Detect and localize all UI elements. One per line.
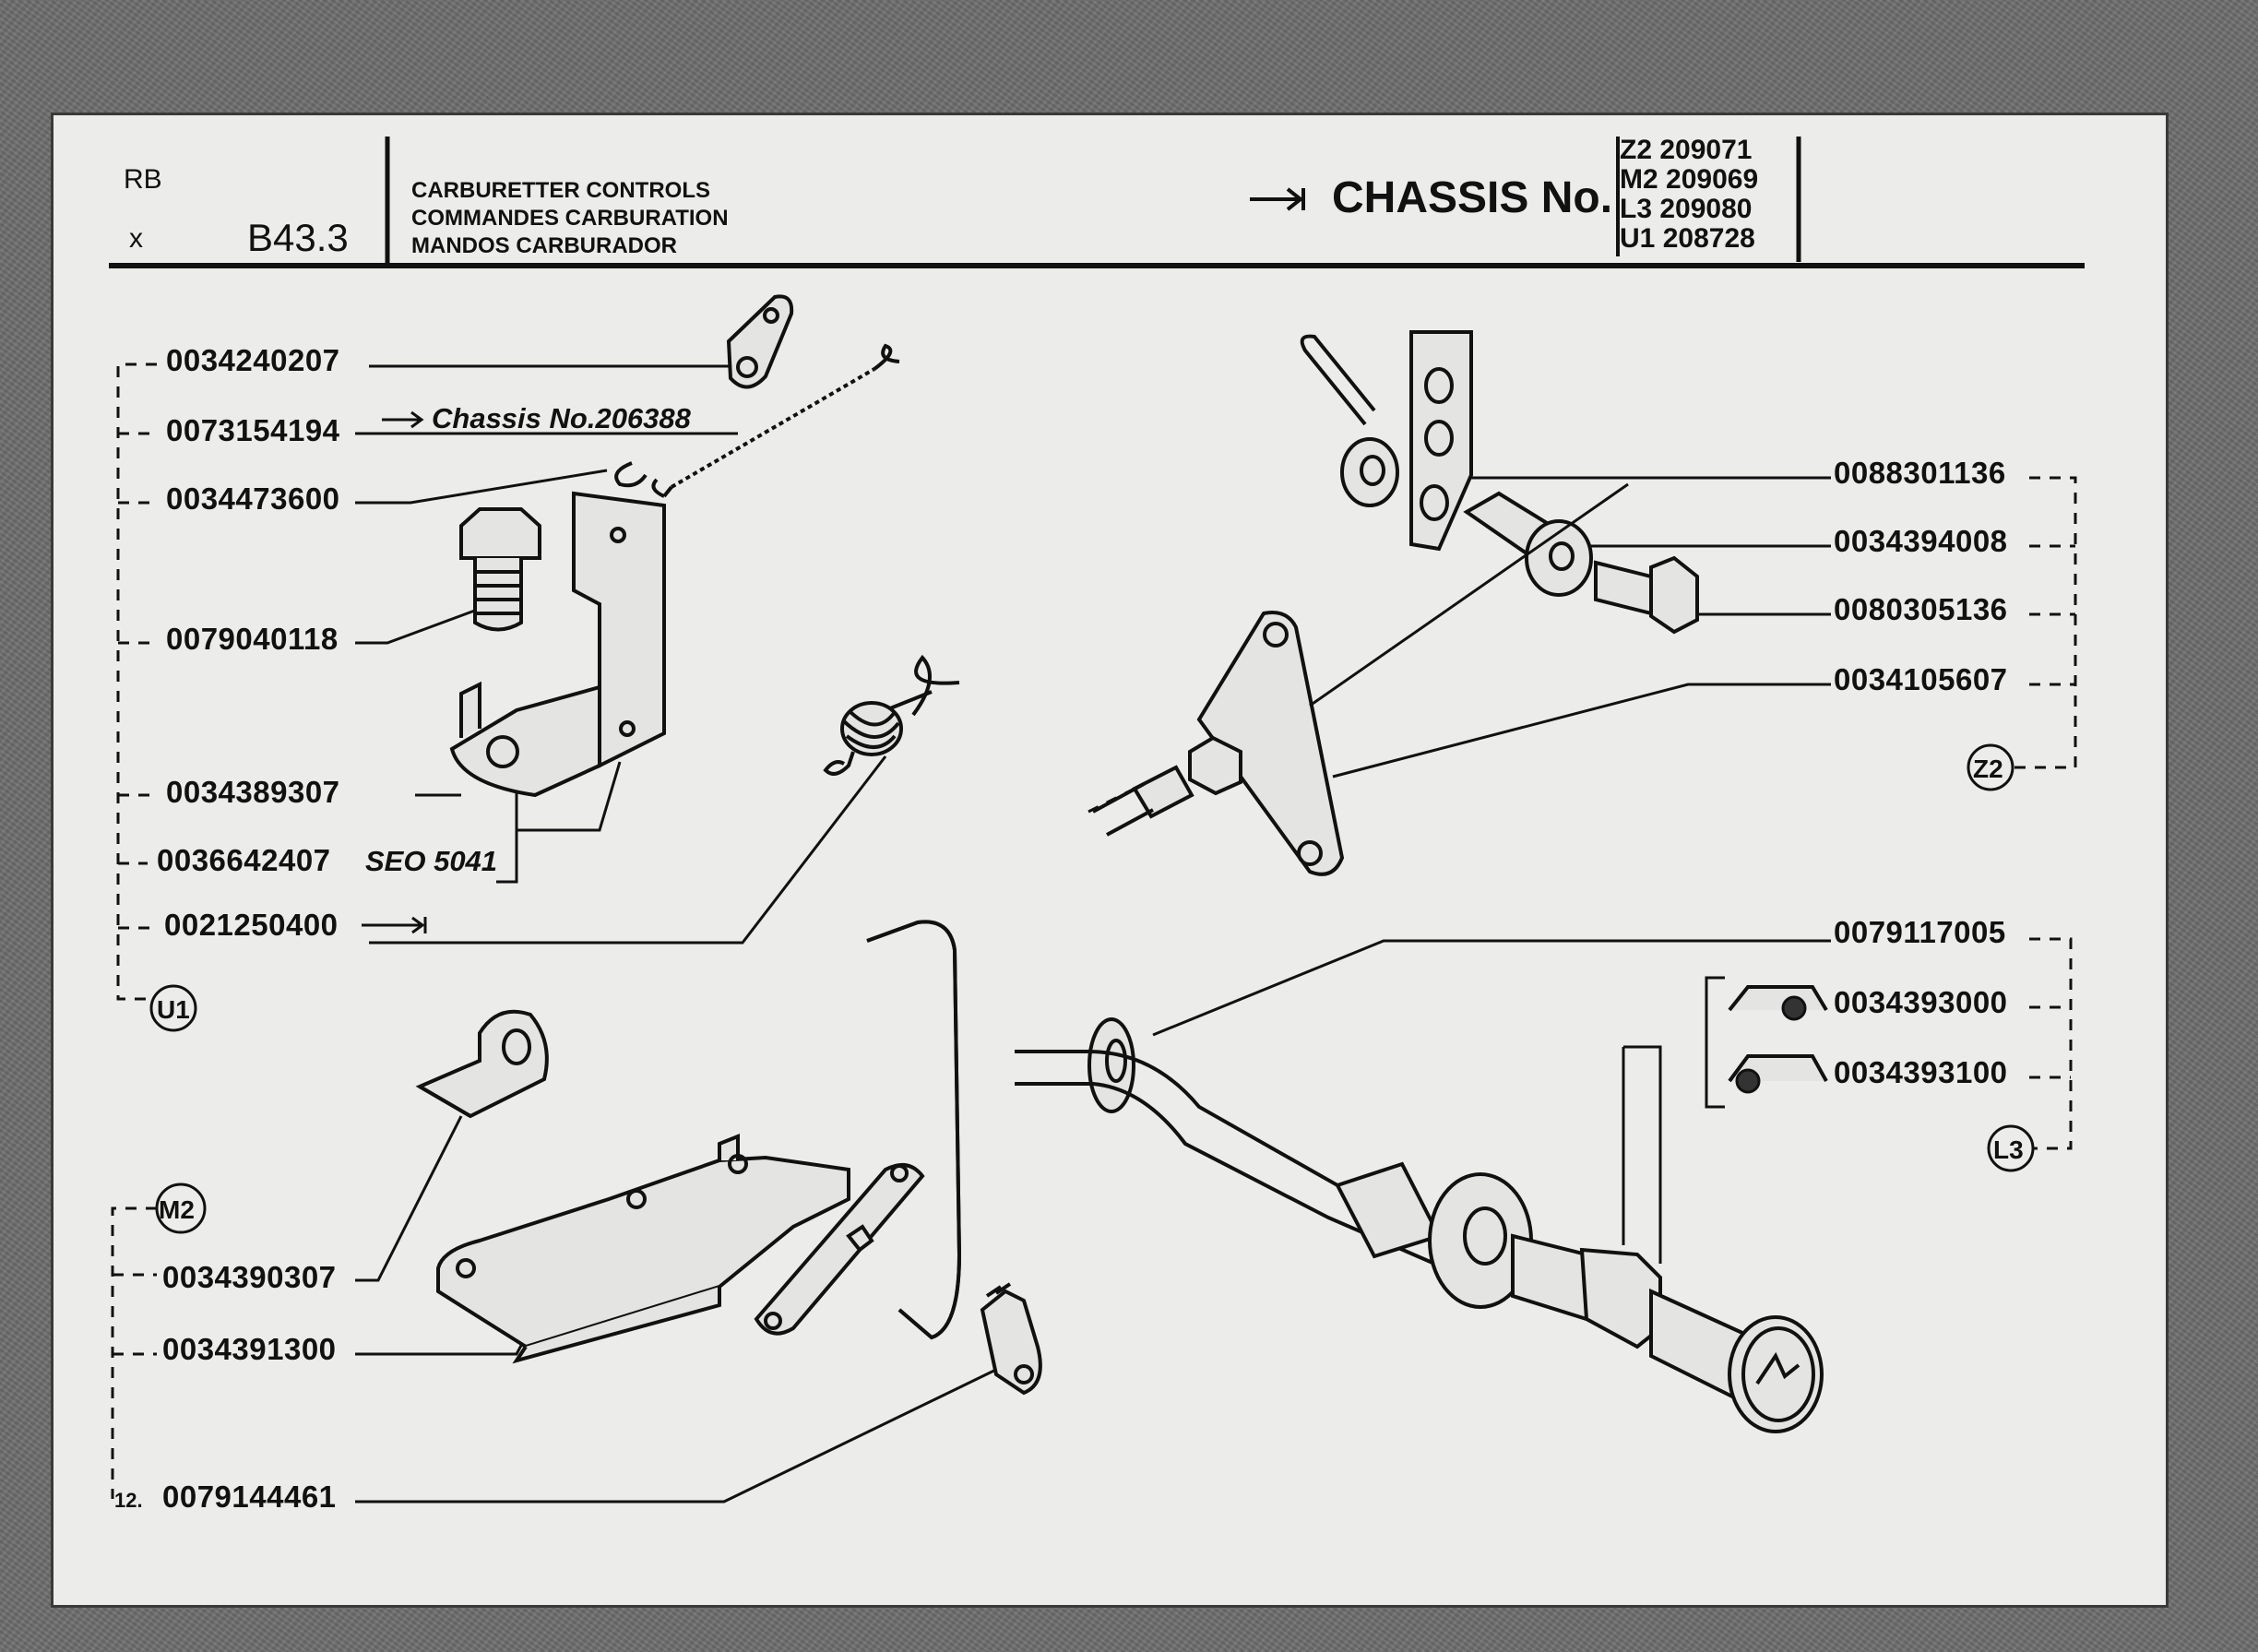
part-number: 0021250400	[164, 908, 339, 942]
leader-lines-left	[355, 364, 887, 945]
part-number: 0034240207	[166, 343, 340, 377]
arrow-icon	[1250, 187, 1305, 211]
washer-icon	[1340, 437, 1399, 507]
split-pin-icon	[1300, 334, 1376, 426]
part-number: 0079117005	[1834, 915, 2006, 949]
header: RB x B43.3 CARBURETTER CONTROLS COMMANDE…	[109, 135, 2085, 268]
chassis-label: CHASSIS No.	[1332, 173, 1612, 222]
angle-bracket-icon	[415, 1009, 549, 1119]
part-number: 0034394008	[1834, 524, 2008, 558]
part-number: 0034389307	[166, 775, 340, 809]
l3-leaders	[1152, 939, 1831, 1264]
tension-spring-icon	[651, 343, 900, 498]
part-number: 0036642407	[157, 843, 331, 877]
throttle-rod-icon	[866, 920, 962, 1340]
part-number: 0079040118	[166, 622, 339, 656]
lever-arm-icon	[754, 1162, 925, 1336]
bolt-icon	[1594, 555, 1699, 635]
pedal-bracket-icon	[436, 1134, 850, 1364]
choke-cable-illustrations	[1015, 1017, 1824, 1433]
svg-text:M2: M2	[159, 1195, 195, 1224]
m2-group-badge: M2	[155, 1183, 207, 1234]
l3-group-labels: 0079117005 0034393000 0034393100 L3	[1705, 915, 2073, 1172]
l3-group-badge: L3	[1987, 1124, 2035, 1172]
part-number: 0080305136	[1834, 592, 2008, 626]
part-number: 0034393100	[1834, 1055, 2008, 1089]
rb-label: RB	[124, 164, 162, 195]
svg-text:U1: U1	[157, 995, 190, 1024]
z2-parts-illustrations	[1087, 330, 1699, 876]
svg-text:L3: L3	[1993, 1135, 2024, 1164]
z2-group-badge: Z2	[1967, 743, 2014, 791]
page-code: B43.3	[247, 216, 349, 259]
part-number: 0034390307	[162, 1260, 337, 1294]
clip-icon	[614, 461, 648, 488]
m2-group-labels: M2 12. 0034390307 0034391300 0079144461	[111, 1183, 337, 1514]
part-number: 0073154194	[166, 413, 340, 447]
conical-spring-icon	[823, 654, 960, 776]
grommet-icon	[1087, 1017, 1135, 1113]
chassis-plate-icon	[1409, 330, 1473, 552]
bolt-icon	[459, 507, 541, 632]
cable-support-plate-icon	[1196, 611, 1345, 876]
part-number: 0034391300	[162, 1332, 337, 1366]
title-spanish: MANDOS CARBURADOR	[411, 233, 677, 258]
part-number: 0088301136	[1834, 456, 2006, 490]
adjuster-nut-icon	[1087, 735, 1242, 837]
title-french: COMMANDES CARBURATION	[411, 206, 729, 231]
chassis-table: Z2 209071 M2 209069 L3 209080 U1 208728	[1620, 135, 1758, 254]
seo-note: SEO 5041	[365, 845, 497, 877]
chassis-row-m2: M2 209069	[1620, 164, 1758, 195]
u1-group-badge: U1	[149, 984, 197, 1032]
u1-parts-illustrations	[449, 294, 960, 798]
leader-lines-right	[1332, 476, 1831, 778]
throttle-wire-icon	[1309, 482, 1629, 707]
x-label: x	[129, 223, 143, 254]
svg-text:Z2: Z2	[1973, 755, 2003, 783]
arrow-icon	[382, 410, 424, 429]
l-bracket-icon	[449, 491, 666, 798]
choke-cable-icon	[1015, 1050, 1477, 1279]
m2-prefix: 12.	[114, 1489, 143, 1512]
chassis-row-l3: L3 209080	[1620, 194, 1752, 224]
cable-sleeve-icon	[1335, 1161, 1442, 1259]
knob-tag-icon	[1728, 985, 1828, 1021]
u1-group-labels: 0034240207 0073154194 0034473600 0079040…	[116, 343, 692, 1032]
pivot-clip-icon	[980, 1282, 1042, 1396]
chassis-row-u1: U1 208728	[1620, 223, 1755, 254]
z2-group-labels: 0088301136 0034394008 0080305136 0034105…	[1834, 456, 2077, 791]
chassis-row-z2: Z2 209071	[1620, 135, 1752, 165]
knob-tag-icon	[1728, 1054, 1828, 1094]
part-number: 0079144461	[162, 1480, 337, 1514]
tab-plate-icon	[726, 294, 794, 389]
chassis-note: Chassis No.206388	[432, 402, 692, 434]
choke-knob-icon	[1511, 1233, 1824, 1433]
part-number: 0034105607	[1834, 662, 2008, 696]
title-english: CARBURETTER CONTROLS	[411, 178, 710, 203]
m2-parts-illustrations	[415, 920, 1042, 1396]
part-number: 0034393000	[1834, 985, 2008, 1019]
arrow-icon	[362, 916, 427, 934]
cable-nut-icon	[1463, 491, 1593, 597]
part-number: 0034473600	[166, 481, 340, 516]
